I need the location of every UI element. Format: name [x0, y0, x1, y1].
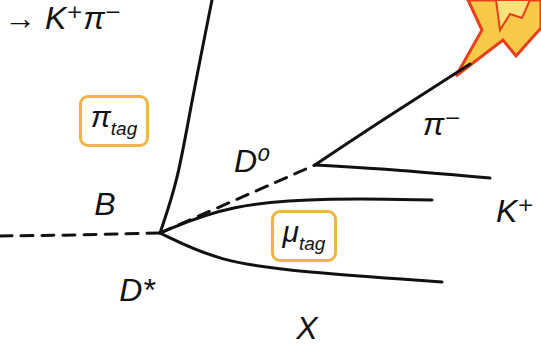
- particle-label: D*: [119, 274, 155, 306]
- particle-label: B: [94, 188, 115, 220]
- subscript: tag: [111, 118, 137, 139]
- particle-label: K⁺: [496, 195, 534, 227]
- tag-box: μtag: [271, 210, 338, 262]
- particle-label: X: [296, 312, 317, 344]
- tag-box: πtag: [79, 95, 150, 147]
- pion-tag-track: [160, 0, 212, 233]
- particle-label: D⁰: [234, 145, 270, 177]
- kaon-track: [315, 165, 490, 178]
- decay-mode: → K⁺π⁻: [4, 2, 121, 34]
- particle-symbol: μ: [283, 215, 299, 248]
- subscript: tag: [299, 233, 325, 254]
- particle-symbol: π: [91, 100, 111, 133]
- pion-track: [315, 64, 470, 165]
- particle-label: π⁻: [423, 108, 461, 140]
- lightning-bolt-inner: [496, 0, 530, 30]
- b-meson-track: [0, 233, 160, 236]
